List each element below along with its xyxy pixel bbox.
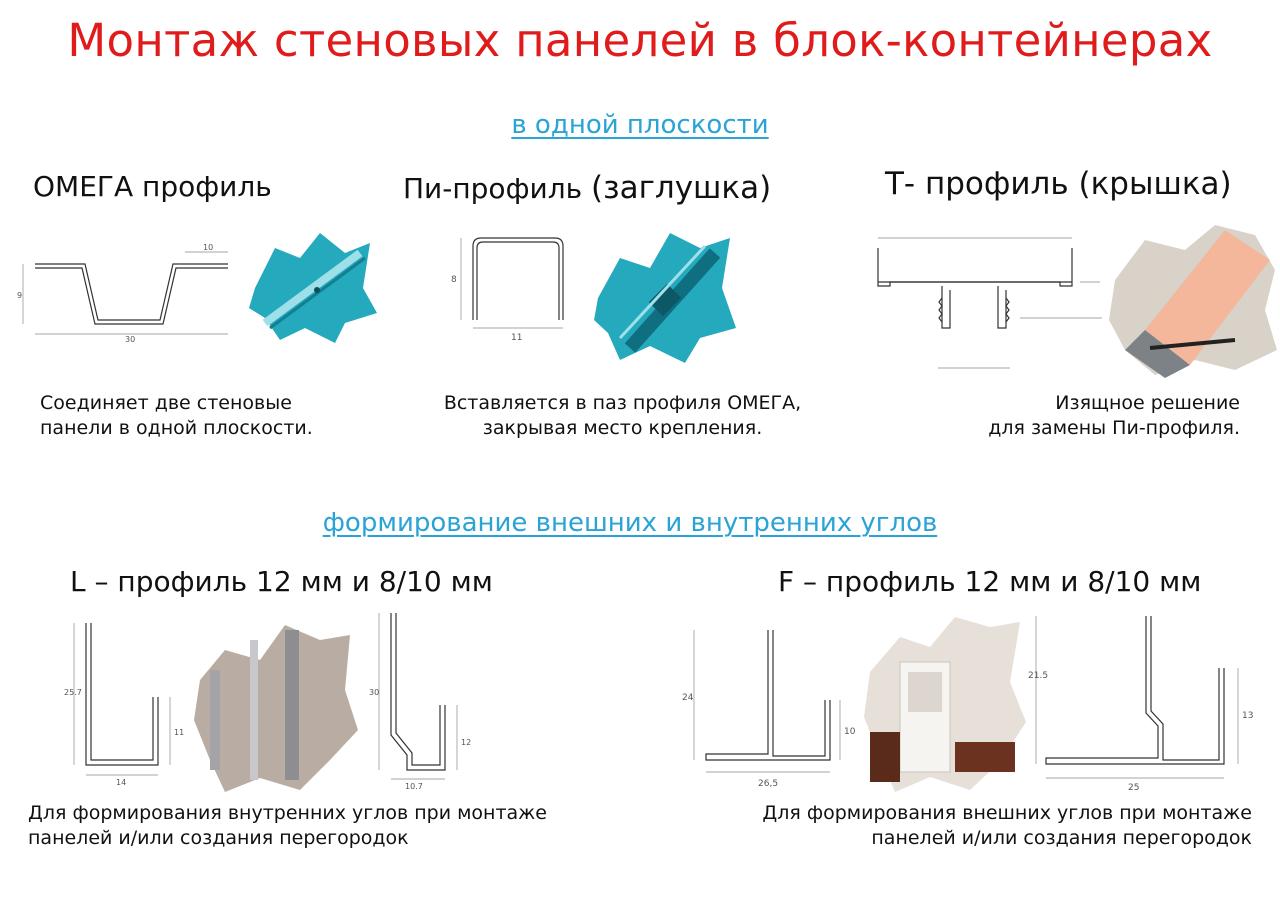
f-dim-a-side: 10 — [844, 727, 856, 737]
t-profile-drawing — [877, 237, 1102, 369]
pi-profile-title: Пи-профиль (заглушка) — [403, 170, 772, 206]
page-title: Монтаж стеновых панелей в блок-контейнер… — [67, 14, 1213, 67]
pi-profile-description: Вставляется в паз профиля ОМЕГА, закрыва… — [443, 392, 802, 439]
l-dim-b-height: 30 — [369, 688, 379, 697]
l-profile-drawing-b: 30 12 10.7 — [369, 613, 471, 791]
l-profile-description: Для формирования внутренних углов при мо… — [28, 802, 547, 849]
f-dim-b-width: 25 — [1128, 783, 1139, 793]
omega-profile-title: ОМЕГА профиль — [33, 170, 272, 203]
omega-dim-height: 9 — [17, 291, 22, 300]
l-dim-b-side: 12 — [461, 738, 471, 747]
l-profile-drawing-a: 25.7 11 14 — [64, 623, 184, 787]
f-dim-a-width: 26,5 — [758, 779, 778, 789]
t-profile-photo — [1109, 225, 1277, 378]
l-dim-a-side: 11 — [174, 728, 184, 737]
omega-profile-photo — [249, 233, 377, 343]
l-dim-a-height: 25.7 — [64, 688, 82, 697]
pi-profile-photo — [594, 233, 736, 363]
section-heading-corners: формирование внешних и внутренних углов — [322, 508, 938, 538]
omega-profile-description: Соединяет две стеновые панели в одной пл… — [40, 392, 313, 439]
f-dim-a-height: 24 — [682, 693, 694, 703]
omega-profile-drawing: 10 9 30 — [17, 243, 228, 344]
f-profile-drawing-b: 21.5 13 25 — [1028, 616, 1253, 793]
pi-dim-height: 8 — [451, 275, 457, 285]
f-profile-drawing-a: 24 10 26,5 — [682, 630, 856, 789]
pi-dim-width: 11 — [511, 333, 522, 343]
omega-dim-width: 10 — [203, 243, 213, 252]
f-dim-b-side: 13 — [1242, 711, 1253, 721]
omega-dim-total: 30 — [125, 335, 135, 344]
f-profile-photo — [864, 617, 1026, 792]
l-dim-a-width: 14 — [116, 778, 126, 787]
section-heading-plane: в одной плоскости — [511, 110, 769, 140]
pi-profile-drawing: 8 11 — [451, 237, 564, 343]
f-profile-title: F – профиль 12 мм и 8/10 мм — [778, 565, 1202, 598]
l-profile-title: L – профиль 12 мм и 8/10 мм — [70, 565, 493, 598]
f-dim-b-height: 21.5 — [1028, 671, 1048, 681]
f-profile-description: Для формирования внешних углов при монта… — [762, 802, 1252, 849]
t-profile-title: Т- профиль (крышка) — [885, 166, 1232, 202]
l-dim-b-width: 10.7 — [405, 782, 423, 791]
t-profile-description: Изящное решение для замены Пи-профиля. — [988, 392, 1240, 439]
l-profile-photo — [194, 625, 358, 792]
